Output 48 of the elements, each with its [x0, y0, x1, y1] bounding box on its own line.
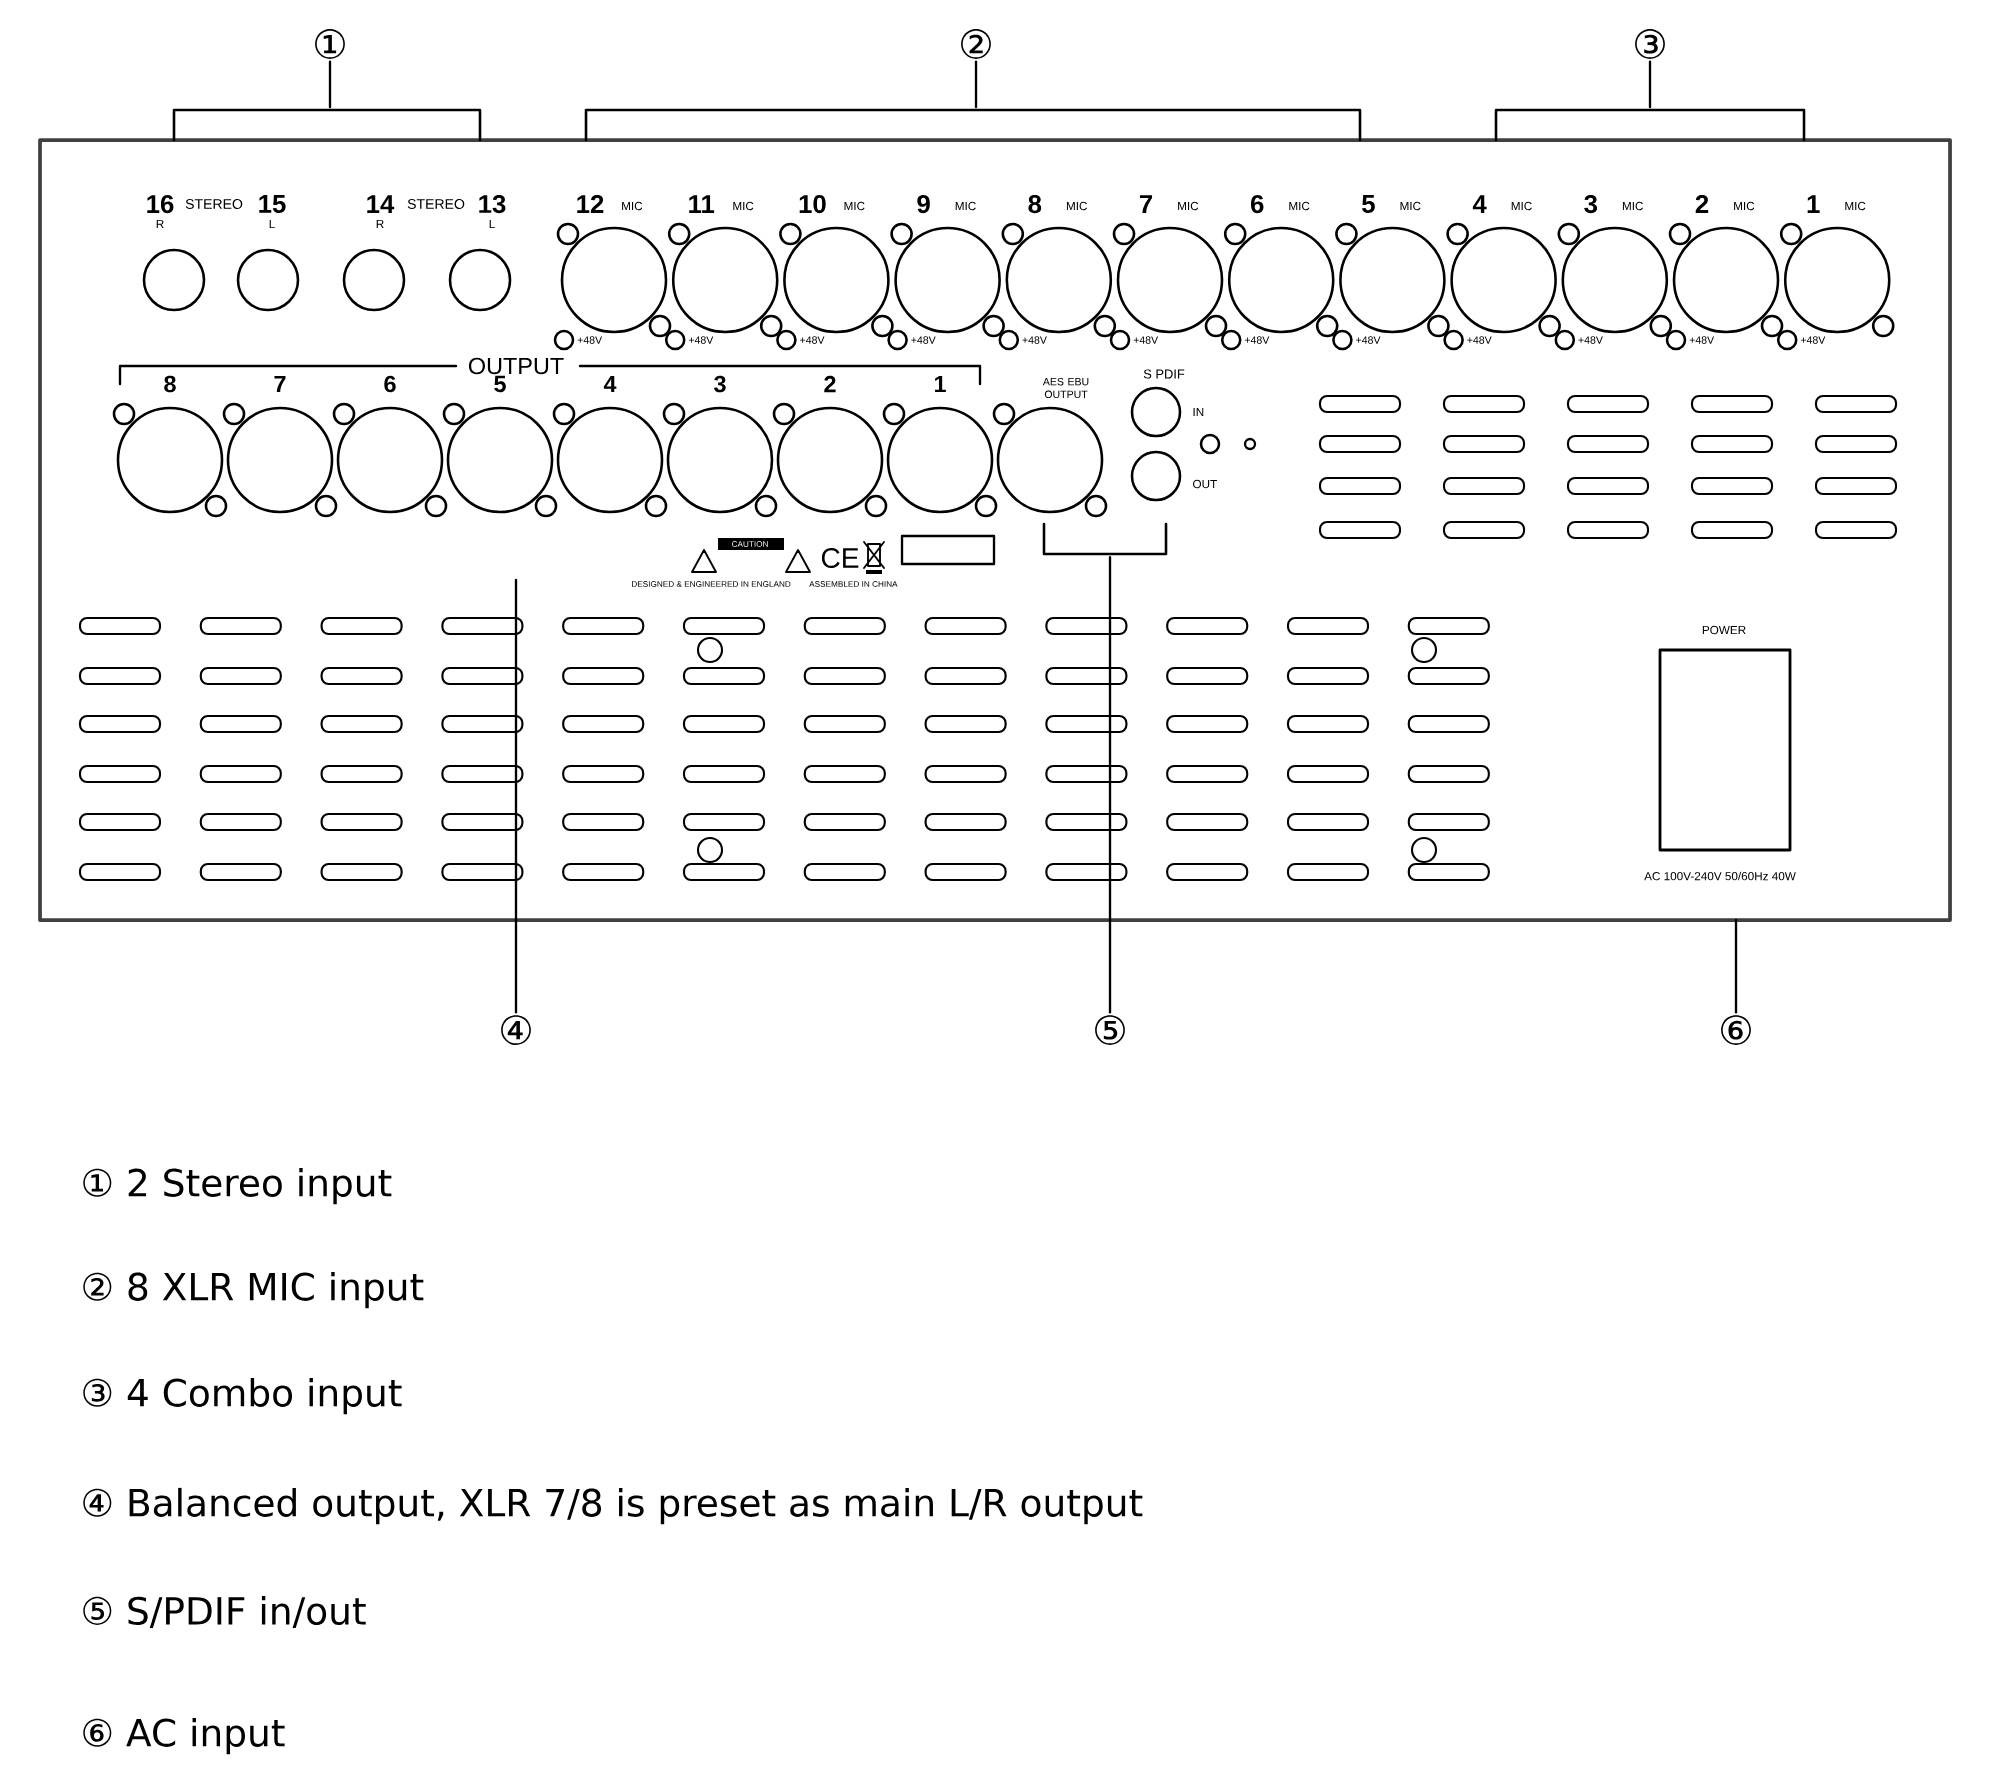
- leader-line: [1648, 60, 1652, 109]
- channel-number: 4: [1472, 195, 1487, 213]
- channel-number: 7: [1139, 195, 1153, 213]
- legend-item: ④ Balanced output, XLR 7/8 is preset as main L/R output: [83, 1487, 1143, 1525]
- bracket: [172, 108, 482, 142]
- callout-number: ③: [1635, 29, 1665, 59]
- channel-number: 14: [367, 195, 395, 213]
- channel-number: 8: [164, 375, 176, 393]
- channel-number: 12: [577, 195, 604, 213]
- callout-number: ④: [501, 1015, 531, 1045]
- channel-number: 11: [689, 195, 715, 213]
- leader-line: [1734, 918, 1738, 1014]
- legend-item: ⑤ S/PDIF in/out: [83, 1596, 366, 1628]
- leader-line: [1108, 555, 1112, 1014]
- leader-line: [514, 578, 518, 1014]
- section-label: OUTPUT: [468, 357, 564, 375]
- channel-number: 16: [147, 194, 174, 214]
- bracket: [1042, 522, 1168, 556]
- channel-number: 15: [259, 195, 286, 213]
- channel-number: 4: [603, 375, 617, 393]
- legend-item: ⑥ AC input: [83, 1717, 285, 1755]
- legend-item: ③ 4 Combo input: [83, 1377, 402, 1415]
- channel-number: 9: [917, 194, 930, 214]
- callout-number: ①: [315, 29, 345, 59]
- channel-number: 6: [384, 375, 396, 393]
- certification-mark: CE: [821, 548, 859, 568]
- channel-number: 1: [1807, 195, 1820, 213]
- channel-number: 1: [934, 375, 946, 393]
- callout-number: ②: [961, 29, 991, 59]
- channel-number: 7: [274, 375, 286, 393]
- channel-number: 5: [494, 375, 506, 393]
- channel-number: 3: [1584, 194, 1598, 214]
- callout-number: ⑤: [1095, 1015, 1125, 1045]
- channel-number: 10: [799, 194, 826, 214]
- channel-number: 3: [714, 375, 726, 393]
- channel-number: 13: [479, 194, 506, 214]
- channel-number: 6: [1251, 194, 1264, 214]
- channel-number: 2: [1695, 195, 1709, 213]
- bracket: [584, 108, 1362, 142]
- bracket: [1494, 108, 1806, 142]
- channel-number: 2: [824, 375, 836, 393]
- callout-number: ⑥: [1721, 1015, 1751, 1045]
- channel-number: 5: [1362, 195, 1375, 213]
- legend-item: ① 2 Stereo input: [83, 1167, 392, 1205]
- leader-line: [974, 60, 978, 109]
- legend-item: ② 8 XLR MIC input: [83, 1271, 424, 1309]
- channel-number: 8: [1028, 194, 1042, 214]
- leader-line: [328, 60, 332, 109]
